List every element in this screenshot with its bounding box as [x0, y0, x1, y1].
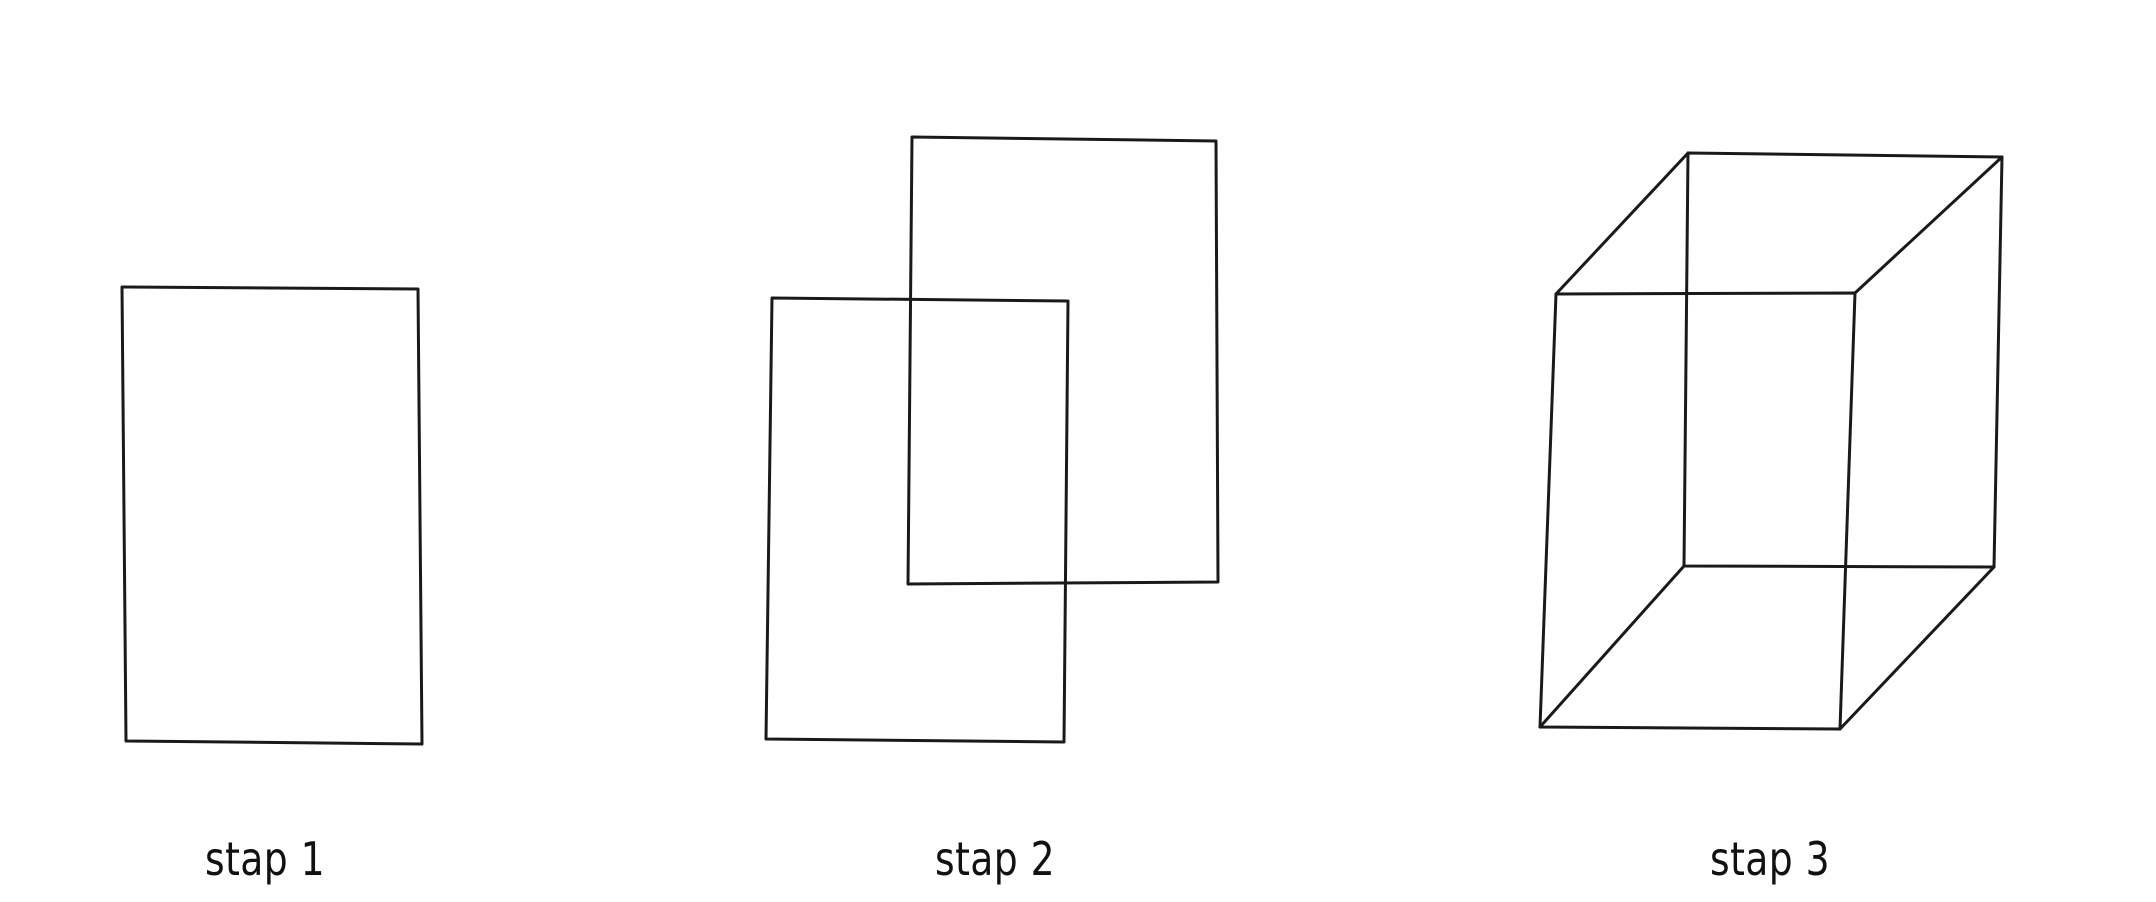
step-2-figure: [764, 135, 1220, 744]
step-1-label: stap 1: [205, 832, 325, 886]
step-2-back-rectangle: [906, 135, 1220, 586]
step-3-label: stap 3: [1710, 832, 1830, 886]
step-1-rectangle: [120, 285, 424, 746]
step-3-edge-bottom-right: [1838, 565, 1996, 731]
step-3-back-face: [1682, 151, 2004, 569]
step-3-edge-bottom-left: [1538, 564, 1686, 729]
step-3-edge-top-right: [1853, 155, 2004, 295]
step-1-figure: [120, 285, 424, 746]
step-2-front-rectangle: [764, 296, 1070, 744]
step-2-label: stap 2: [935, 832, 1055, 886]
step-3-front-face: [1538, 291, 1857, 731]
step-3-figure: [1538, 151, 2004, 731]
step-3-edge-top-left: [1554, 151, 1690, 296]
